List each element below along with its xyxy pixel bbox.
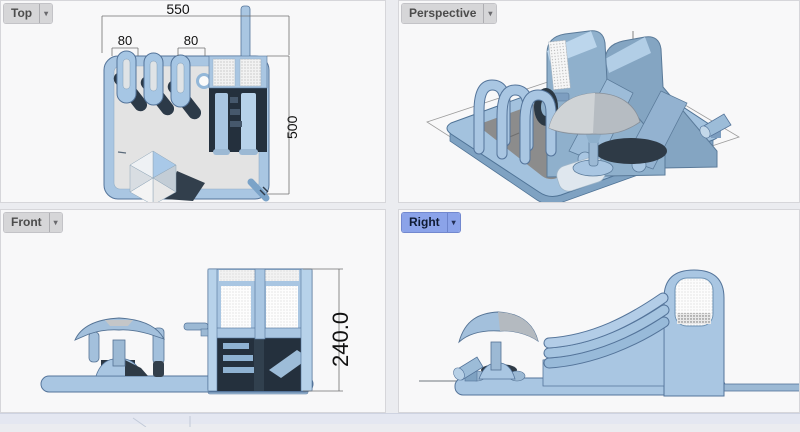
slide-block-top-view [208,55,268,155]
svg-text:240.0: 240.0 [328,312,353,367]
viewport-front[interactable]: Front ▾ [0,209,386,413]
umbrella-front-view [74,317,165,377]
water-cannon-right-view [453,356,484,382]
viewport-top[interactable]: Top ▾ [0,0,386,203]
chevron-down-icon[interactable]: ▾ [39,4,53,23]
chevron-down-icon[interactable]: ▾ [48,213,62,232]
dimension-80-left: 80 [111,33,139,56]
viewport-label-perspective-text[interactable]: Perspective [402,4,484,23]
umbrella-perspective [548,92,667,192]
slide-tower-right-view [663,269,725,397]
blower-pipe-top [240,5,251,59]
svg-text:500: 500 [284,115,300,139]
floor-mark [117,151,127,154]
viewport-perspective[interactable]: Perspective ▾ [398,0,800,203]
viewport-right[interactable]: Right ▾ [398,209,800,413]
perspective-view-canvas[interactable] [399,1,800,203]
arch-front-view [88,327,165,377]
svg-text:80: 80 [184,33,198,48]
svg-text:550: 550 [166,1,190,17]
bottom-bar [0,413,800,428]
ring-float-top-view [196,73,212,89]
viewport-label-top-text[interactable]: Top [4,4,40,23]
viewport-label-right[interactable]: Right ▾ [402,213,460,232]
dimension-240: 240.0 [303,268,353,392]
top-view-canvas[interactable]: 550 80 80 500 [1,1,386,203]
umbrella-right-view [458,311,539,382]
dimension-550: 550 [101,1,290,55]
chevron-down-icon[interactable]: ▾ [446,213,460,232]
arch-tubes-top-view [116,50,191,108]
svg-text:80: 80 [118,33,132,48]
slide-tower-front-view [200,268,313,392]
viewport-label-front[interactable]: Front ▾ [4,213,62,232]
viewport-label-top[interactable]: Top ▾ [4,4,53,23]
bottom-bar-marks [132,416,191,428]
front-view-canvas[interactable]: 240.0 [1,210,386,413]
cannon-top-view [247,178,270,202]
slide-right-view [542,292,670,387]
chevron-down-icon[interactable]: ▾ [483,4,497,23]
viewport-label-perspective[interactable]: Perspective ▾ [402,4,497,23]
right-view-canvas[interactable] [399,210,800,413]
blower-pipe-right-view [722,383,799,392]
umbrella-top-view [129,150,205,202]
arch-tubes-perspective [473,79,557,165]
viewport-label-right-text[interactable]: Right [402,213,447,232]
dimension-500: 500 [267,55,300,195]
water-cannon-perspective [699,113,732,139]
viewport-label-front-text[interactable]: Front [4,213,49,232]
dimension-80-right: 80 [177,33,206,56]
